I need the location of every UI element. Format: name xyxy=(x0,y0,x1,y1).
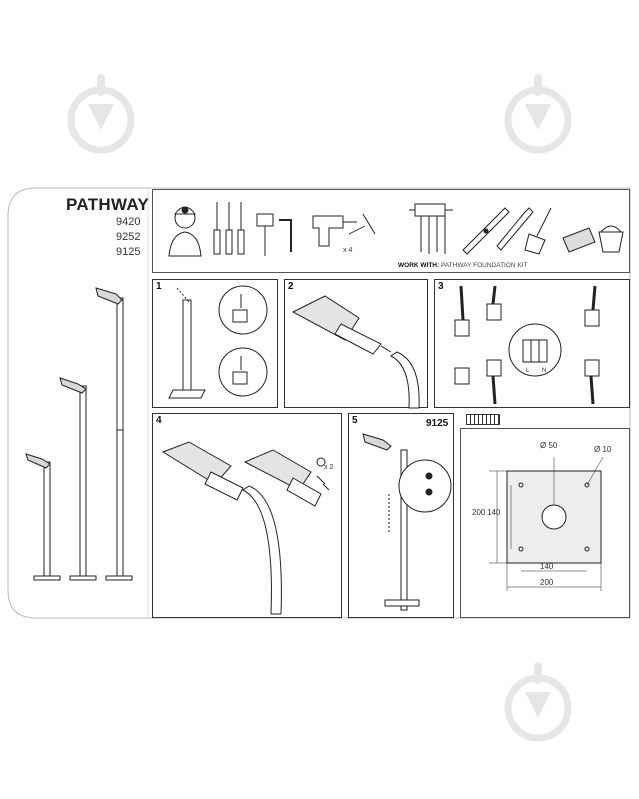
dim-outer-horizontal: 200 xyxy=(540,578,554,587)
dim-fixing-hole: Ø 10 xyxy=(594,445,612,454)
work-with-label: WORK WITH: xyxy=(398,262,440,269)
allen-key-icon xyxy=(279,219,292,252)
step-3-panel xyxy=(434,279,630,408)
step-2-panel xyxy=(284,279,428,409)
screw-quantity: x 4 xyxy=(343,247,353,254)
product-code-3: 9125 xyxy=(116,246,141,258)
step-2-number: 2 xyxy=(288,281,294,292)
bucket-icon xyxy=(598,225,624,253)
shovel-icon xyxy=(524,207,552,255)
wrench-icon xyxy=(496,207,534,251)
product-code-1: 9420 xyxy=(116,216,141,228)
drill-icon xyxy=(312,213,376,247)
mallet-icon xyxy=(256,213,274,256)
step-1-number: 1 xyxy=(156,281,162,292)
dim-inner-horizontal: 140 xyxy=(540,562,554,571)
screwdrivers-icon xyxy=(213,202,245,255)
product-code-2: 9252 xyxy=(116,231,141,243)
tools-panel xyxy=(152,189,630,273)
dim-center-hole: Ø 50 xyxy=(540,441,558,450)
ruler-icon xyxy=(466,414,500,425)
base-plate-panel xyxy=(460,428,630,618)
step-3-number: 3 xyxy=(438,281,444,292)
watermark-logo-bottom-right xyxy=(503,656,573,746)
watermark-logo-top-left xyxy=(66,68,136,158)
step-1-panel xyxy=(152,279,278,408)
wire-label-n: N xyxy=(542,368,547,374)
work-with-note: WORK WITH: PATHWAY FOUNDATION KIT xyxy=(398,262,528,269)
step-4-panel xyxy=(152,413,342,618)
step-4-screw-quantity: x 2 xyxy=(324,464,334,471)
anchor-bolt-icon xyxy=(409,203,453,254)
dim-outer-vertical: 200 xyxy=(472,508,486,517)
cement-bag-icon xyxy=(562,227,596,253)
step-5-number: 5 xyxy=(352,415,358,426)
step-5-model-code: 9125 xyxy=(426,418,449,429)
step-5-panel xyxy=(348,413,454,618)
watermark-logo-top-right xyxy=(503,68,573,158)
product-title: PATHWAY xyxy=(66,195,150,214)
step-4-number: 4 xyxy=(156,415,162,426)
spirit-level-icon xyxy=(462,207,510,255)
wire-label-l: L xyxy=(526,368,530,374)
installer-icon xyxy=(168,206,202,257)
work-with-value: PATHWAY FOUNDATION KIT xyxy=(440,262,528,269)
dim-inner-vertical: 140 xyxy=(487,508,501,517)
